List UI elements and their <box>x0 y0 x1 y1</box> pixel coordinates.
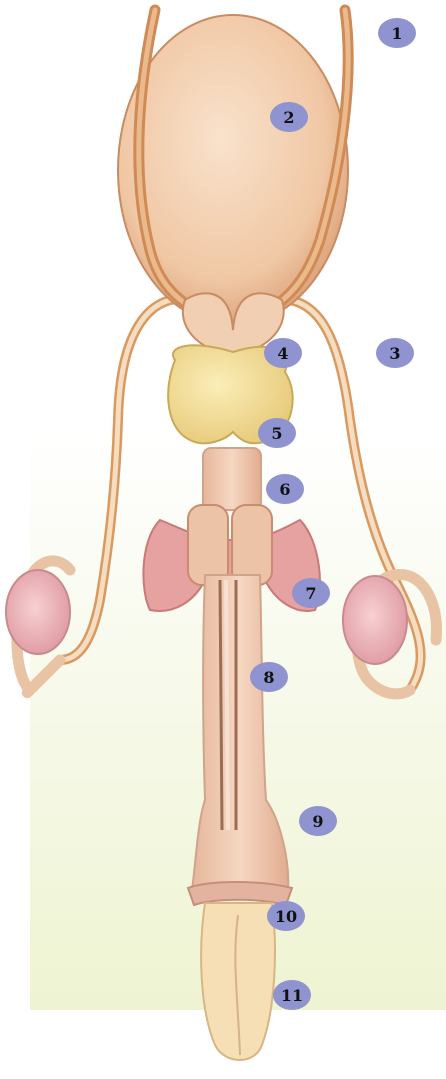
bulbourethral-gland-left <box>188 505 228 585</box>
pelvic-urethra <box>203 448 261 510</box>
label-marker-4: 4 <box>264 338 302 368</box>
label-marker-10: 10 <box>267 901 305 931</box>
testis-left <box>6 570 70 654</box>
label-marker-9: 9 <box>299 806 337 836</box>
label-marker-1: 1 <box>378 18 416 48</box>
label-marker-2: 2 <box>270 102 308 132</box>
label-marker-3: 3 <box>376 338 414 368</box>
label-marker-7: 7 <box>292 578 330 608</box>
testis-right <box>343 576 407 664</box>
label-marker-6: 6 <box>266 474 304 504</box>
glans-penis <box>201 903 275 1060</box>
label-marker-11: 11 <box>273 980 311 1010</box>
label-marker-5: 5 <box>258 418 296 448</box>
label-marker-8: 8 <box>250 662 288 692</box>
urinary-bladder <box>118 15 348 325</box>
bulbourethral-gland-right <box>232 505 272 585</box>
